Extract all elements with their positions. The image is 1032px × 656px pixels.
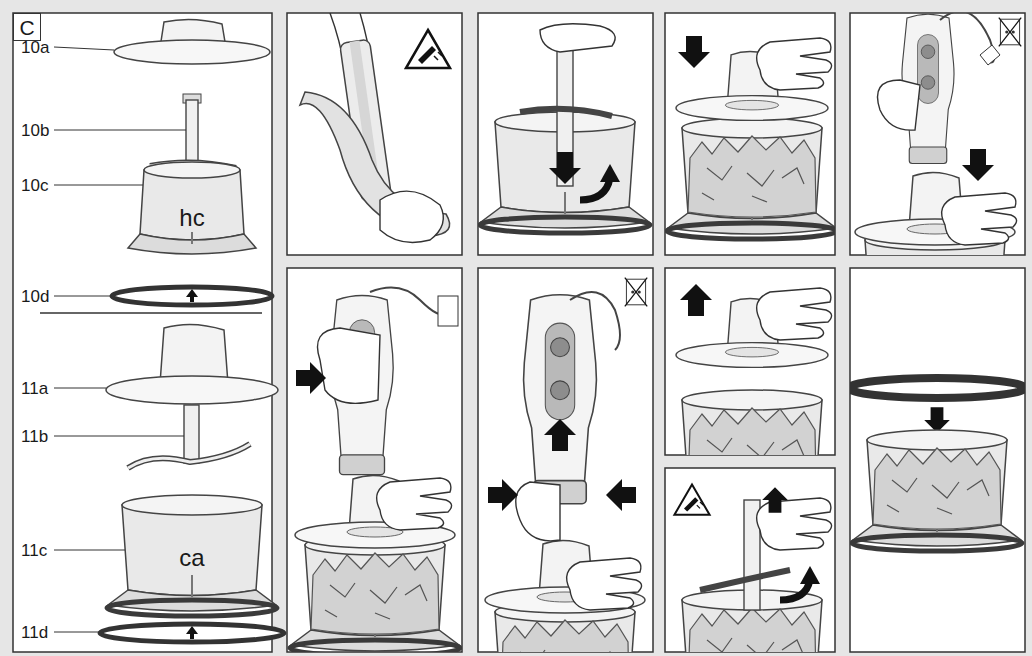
callout-number: 10c [21,177,48,194]
food [501,620,629,656]
blade-handling [300,13,450,242]
blade [520,109,612,116]
lid-part [114,19,270,64]
arrow [549,152,581,184]
rotate-arrow-head [600,164,620,182]
plug [980,45,1000,65]
unplugged-symbol [625,278,647,307]
hand [757,288,832,340]
cord [370,288,446,315]
arrow [962,149,994,181]
hand-blender [524,295,597,504]
food [688,408,816,489]
bowl [290,535,460,656]
callout-number: 10b [21,122,49,139]
hand [540,24,615,52]
step-panel [290,288,460,656]
lid [295,475,455,548]
ring [849,378,1025,398]
bowl-marking: ca [179,546,204,570]
callout-number: 10a [21,39,49,56]
callout-number: 11a [21,380,48,397]
arrow [924,407,950,433]
arrow [296,362,326,394]
figure-letter: C [19,17,34,38]
food [688,608,816,656]
cord [570,292,620,350]
bowl-part [128,162,256,254]
unplugged-symbol [999,18,1021,47]
arrow [762,487,788,513]
hand [318,328,381,403]
figure-letter-box: C [13,13,41,41]
arrow [606,479,636,511]
callout-number: 11c [21,542,47,559]
arrow [680,284,712,316]
step-panel [849,378,1025,551]
arrow [488,479,518,511]
hand [757,38,832,90]
callout-number: 11b [21,428,48,445]
step-panel [850,11,1021,351]
bowl-part [107,495,277,616]
step-panel [667,36,837,239]
step-panel [480,278,650,656]
hand [567,558,642,610]
warning-symbol [406,30,450,68]
food [688,136,816,217]
bowl [850,230,1020,351]
bowl-marking: hc [179,206,204,230]
step-panel [667,284,837,511]
lid-part [106,324,278,404]
hand [878,80,921,130]
blade-part [150,94,236,172]
arrow [678,36,710,68]
warning-symbol [674,484,709,514]
bowl [667,118,837,239]
food [873,448,1001,529]
parts-overview [40,19,284,642]
leader-lines [54,47,186,632]
step-panel [667,484,837,656]
blade [700,570,790,590]
socket [438,296,458,326]
bowl [852,430,1022,551]
hand [516,482,560,541]
food [311,553,439,634]
panel-frames [13,13,1025,652]
ring-part [100,624,284,642]
lid [485,540,645,613]
arrow [544,419,576,451]
hand [377,478,452,530]
step-panel [300,13,450,242]
callout-number: 11d [21,624,48,641]
hand [942,193,1017,245]
rotate-arrow-head [800,566,820,584]
callout-number: 10d [21,288,49,305]
hand [757,498,832,550]
step-panel [480,24,650,233]
ring-part [112,287,272,305]
